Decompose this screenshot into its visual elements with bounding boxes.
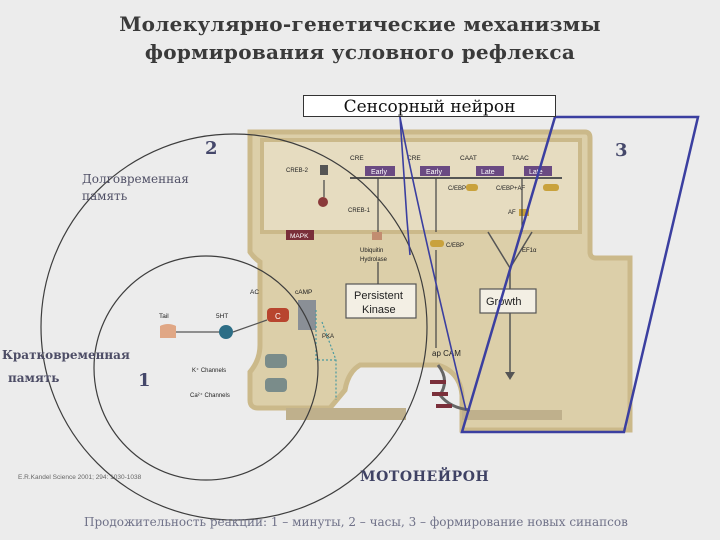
mapk-box <box>286 230 314 240</box>
kinase-label: Kinase <box>362 304 396 316</box>
motoneuron-label: МОТОНЕЙРОН <box>360 469 490 485</box>
ac-receptor <box>267 308 289 322</box>
synapse: AC cAMP C PKA Tail 5HT K⁺ Channels Ca²⁺ … <box>159 289 562 420</box>
hydrolase-label: Hydrolase <box>360 257 388 263</box>
ubiquitin-label: Ubiquitin <box>360 248 383 254</box>
short-term-memory-label-1: Кратковременная <box>2 348 130 362</box>
apcam-label: ap CAM <box>432 349 461 358</box>
cre-label-2: CRE <box>407 155 421 162</box>
synapse-formation-region <box>399 115 700 434</box>
tail-label: Tail <box>159 313 169 320</box>
early-label-2: Early <box>426 169 442 176</box>
presynaptic-terminal <box>286 408 406 420</box>
slide-title-line-1: Молекулярно-генетические механизмы <box>119 12 601 36</box>
region-number-3: 3 <box>615 140 628 161</box>
5ht-interneuron <box>219 325 233 339</box>
early-label-1: Early <box>371 169 387 176</box>
k-channel <box>265 354 287 368</box>
ubiquitin-marker <box>372 232 382 240</box>
tail-sensory-terminal <box>160 324 176 338</box>
persistent-label: Persistent <box>354 290 403 302</box>
cytoplasm-elements: MAPK Ubiquitin Hydrolase C/EBP EF1α Pers… <box>286 230 537 380</box>
cre-label-1: CRE <box>350 155 364 162</box>
citation: E.R.Kandel Science 2001; 294: 1030-1038 <box>18 474 142 481</box>
late-label-2: Late <box>529 169 543 176</box>
k-channels-label: K⁺ Channels <box>192 367 226 374</box>
slide-title-line-2: формирования условного рефлекса <box>144 40 576 64</box>
taac-label: TAAC <box>512 155 529 162</box>
pka-complex <box>298 300 316 330</box>
long-term-memory-label-2: память <box>82 189 128 203</box>
apcam-marker-3 <box>436 404 452 408</box>
cebp-label-1: C/EBP <box>448 186 466 192</box>
af-label: AF <box>508 210 516 216</box>
short-term-memory-circle <box>93 255 319 481</box>
long-term-memory-circle <box>40 133 428 521</box>
persistent-kinase-box <box>345 283 417 319</box>
creb2-label: CREB-2 <box>286 168 309 174</box>
region-number-2: 2 <box>205 138 218 159</box>
apcam-marker-2 <box>432 392 448 396</box>
af-marker <box>519 209 529 216</box>
new-synapse-terminal <box>462 410 562 420</box>
ac-label: AC <box>250 289 259 296</box>
creb1-dimer <box>318 197 328 207</box>
region-number-1: 1 <box>138 370 151 391</box>
apcam-marker-1 <box>430 380 446 384</box>
footer-caption: Продожительность реакции: 1 – минуты, 2 … <box>84 515 628 529</box>
5ht-label: 5HT <box>216 313 228 320</box>
caat-label: CAAT <box>460 155 477 162</box>
cebp-af-label: C/EBP+AF <box>496 186 526 192</box>
creb1-label: CREB-1 <box>348 208 371 214</box>
growth-box <box>479 288 537 314</box>
camp-label: cAMP <box>295 289 312 296</box>
c-catalytic-label: C <box>275 312 281 321</box>
ca-channels-label: Ca²⁺ Channels <box>190 392 230 399</box>
late-box-1 <box>476 166 504 176</box>
ef1a-label: EF1α <box>522 248 537 254</box>
cell-body <box>247 129 633 433</box>
ca-channel <box>265 378 287 392</box>
early-box-1 <box>365 166 395 176</box>
cebp-af-dimer <box>543 184 559 191</box>
growth-label: Growth <box>486 296 521 308</box>
sensory-neuron-label: Сенсорный нейрон <box>303 95 556 117</box>
creb2-marker <box>320 165 328 175</box>
short-term-memory-label-2: память <box>8 371 60 385</box>
early-box-2 <box>420 166 450 176</box>
cebp-dimer-1 <box>466 184 478 191</box>
mapk-label: MAPK <box>290 233 309 240</box>
long-term-memory-label-1: Долговременная <box>82 172 189 186</box>
cebp-label-2: C/EBP <box>446 243 464 249</box>
cebp-dimer-2 <box>430 240 444 247</box>
late-label-1: Late <box>481 169 495 176</box>
